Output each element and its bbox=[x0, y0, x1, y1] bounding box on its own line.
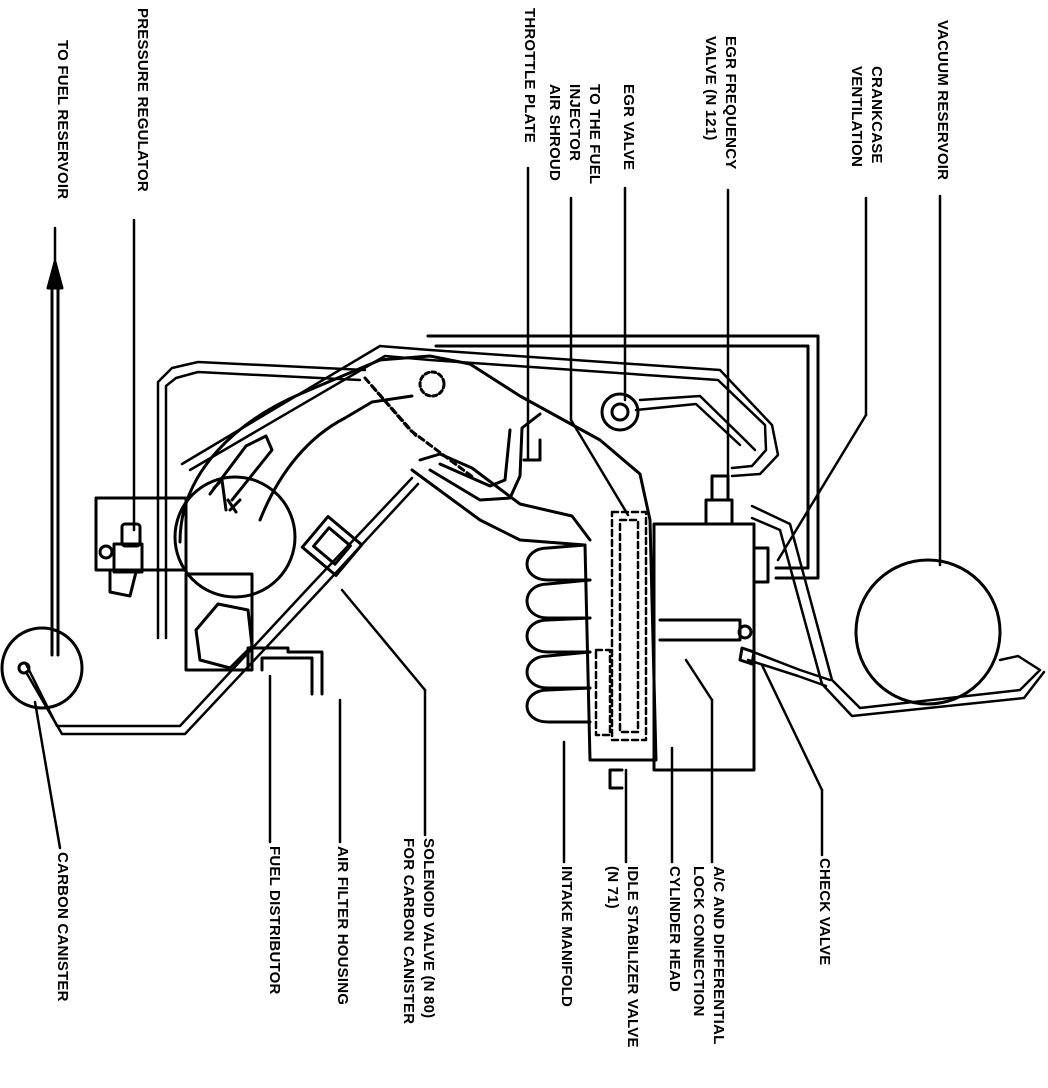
label-fuel-distributor: FUEL DISTRIBUTOR bbox=[266, 846, 283, 995]
cylinder-head bbox=[608, 522, 770, 790]
label-fuel-injector-3: AIR SHROUD bbox=[546, 84, 563, 182]
label-air-filter-housing: AIR FILTER HOUSING bbox=[334, 846, 351, 1006]
fuel-return-arrow bbox=[46, 260, 64, 657]
label-fuel-injector-2: INJECTOR bbox=[566, 84, 583, 162]
label-crankcase-2: VENTILATION bbox=[848, 66, 865, 168]
label-egr-frequency-2: VALVE (N 121) bbox=[702, 36, 719, 141]
label-crankcase-1: CRANKCASE bbox=[868, 66, 885, 164]
label-solenoid-2: FOR CARBON CANISTER bbox=[400, 838, 417, 1025]
intake-manifold bbox=[410, 412, 592, 724]
label-solenoid-1: SOLENOID VALVE (N 80) bbox=[420, 838, 437, 1019]
egr-frequency-valve bbox=[704, 474, 734, 526]
label-egr-frequency-1: EGR FREQUENCY bbox=[722, 36, 739, 170]
hoses bbox=[24, 344, 1046, 736]
label-idle-stabilizer-2: (N 71) bbox=[604, 866, 621, 909]
leader-lines bbox=[33, 166, 942, 864]
label-throttle-plate: THROTTLE PLATE bbox=[521, 8, 538, 144]
idle-stabilizer-valve bbox=[594, 510, 648, 742]
label-idle-stabilizer-1: IDLE STABILIZER VALVE bbox=[624, 866, 641, 1048]
vacuum-reservoir bbox=[854, 558, 1002, 706]
label-ac-differential-1: A/C AND DIFFERENTIAL bbox=[710, 866, 727, 1045]
label-to-fuel-reservoir: TO FUEL RESERVOIR bbox=[54, 40, 71, 200]
label-pressure-regulator: PRESSURE REGULATOR bbox=[134, 8, 151, 192]
label-ac-differential-2: LOCK CONNECTION bbox=[690, 866, 707, 1017]
label-vacuum-reservoir: VACUUM RESERVOIR bbox=[934, 20, 951, 181]
check-valve bbox=[738, 646, 756, 666]
fuel-distributor bbox=[94, 496, 324, 696]
label-check-valve: CHECK VALVE bbox=[816, 858, 833, 966]
label-fuel-injector-1: TO THE FUEL bbox=[586, 84, 603, 185]
label-carbon-canister: CARBON CANISTER bbox=[54, 852, 71, 1002]
label-intake-manifold: INTAKE MANIFOLD bbox=[558, 866, 575, 1008]
solenoid-valve-n80 bbox=[300, 515, 364, 577]
label-egr-valve: EGR VALVE bbox=[620, 84, 637, 171]
throttle-body bbox=[173, 354, 658, 762]
egr-housing bbox=[426, 334, 820, 580]
label-cylinder-head: CYLINDER HEAD bbox=[666, 866, 683, 992]
